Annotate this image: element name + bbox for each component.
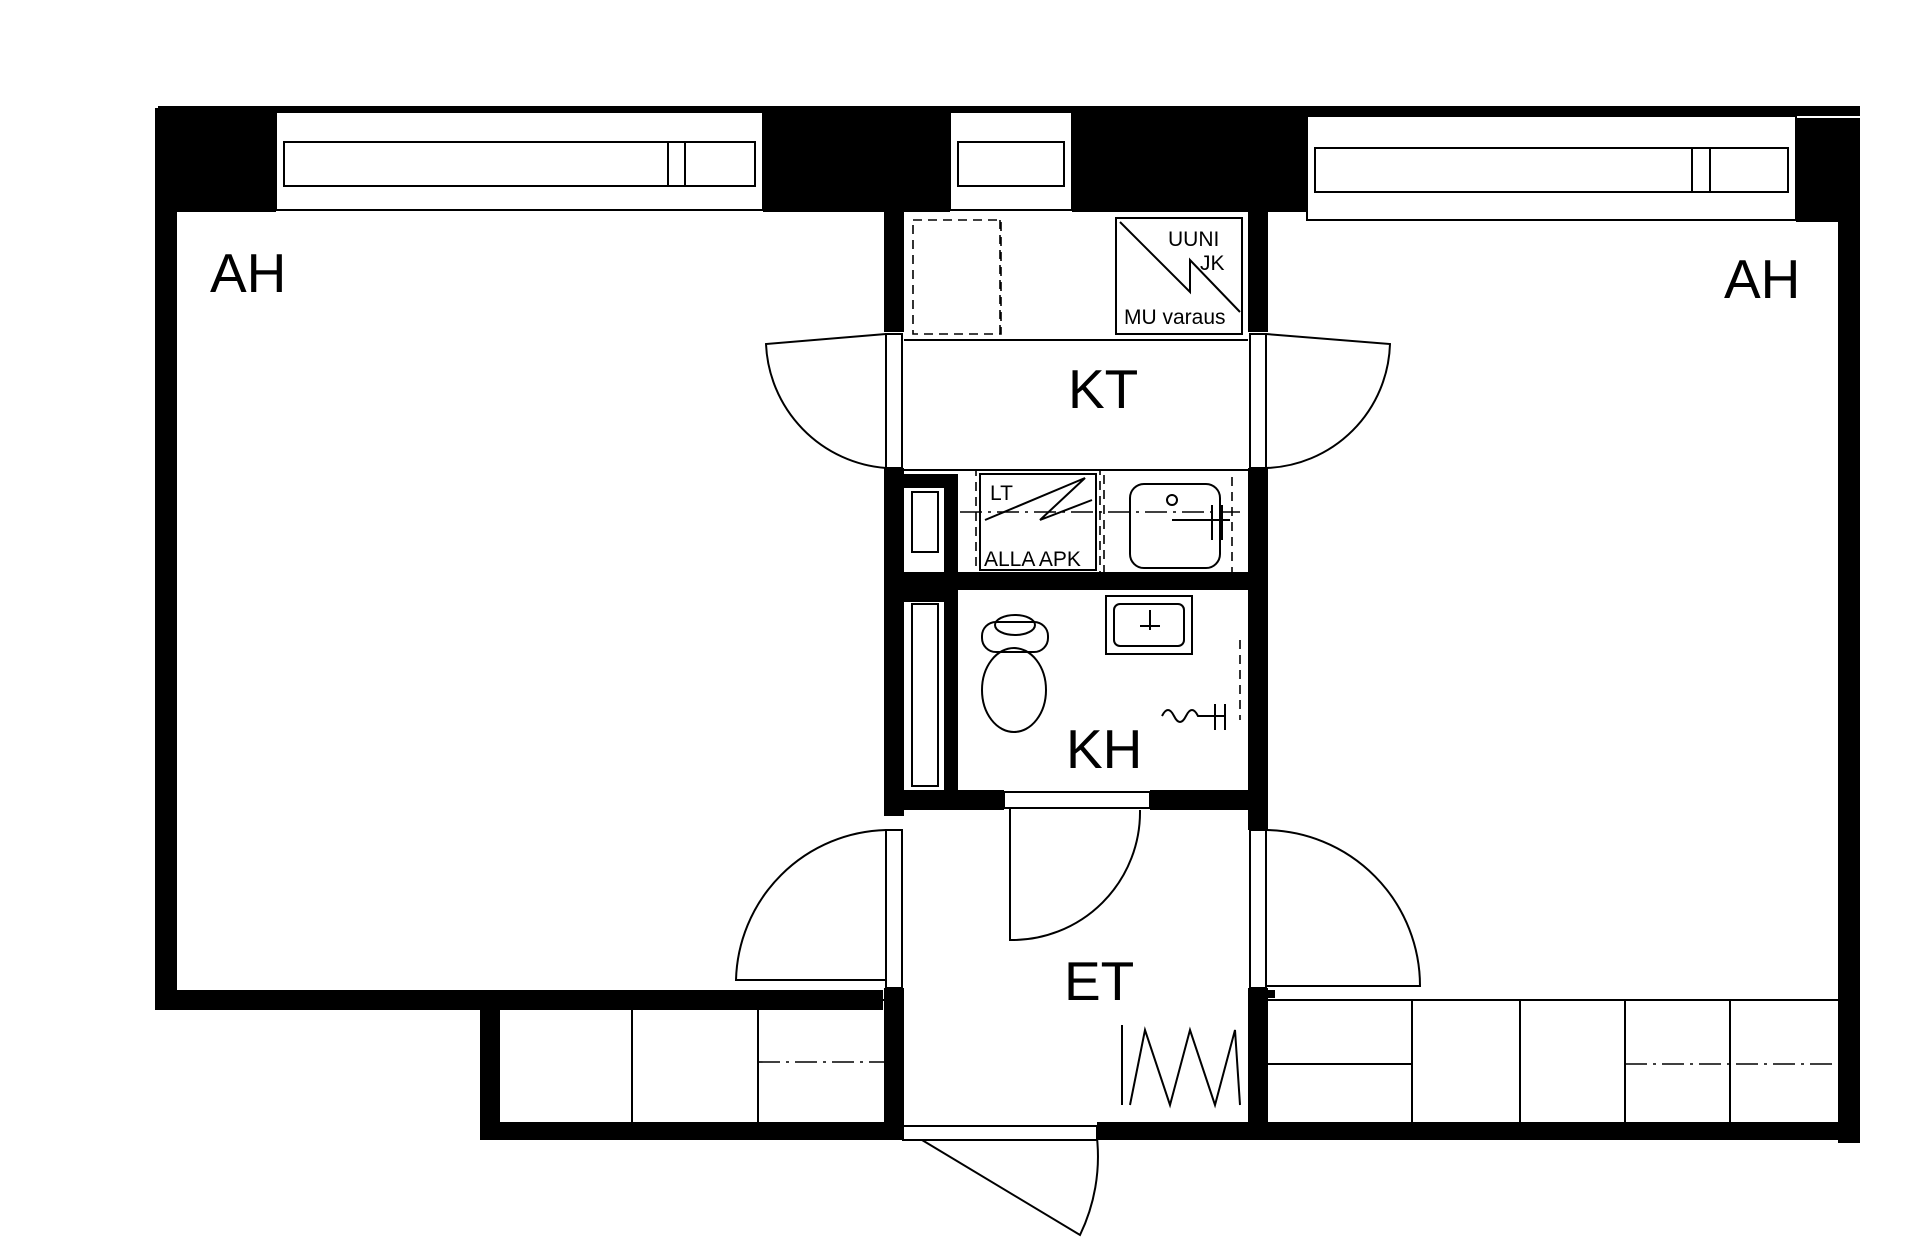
window-middle xyxy=(949,111,1073,211)
door-kitchen-left xyxy=(764,333,887,469)
door-bathroom xyxy=(1009,808,1142,942)
kitchen-sink xyxy=(1129,483,1221,569)
bathroom-fixtures xyxy=(981,595,1241,733)
room-label-et: ET xyxy=(1064,950,1134,1012)
oven-label: UUNI xyxy=(1168,228,1219,251)
room-label-kh: KH xyxy=(1066,718,1142,780)
door-entrance xyxy=(921,1137,1099,1237)
oven-unit xyxy=(1115,217,1243,335)
door-kitchen-right xyxy=(1265,333,1392,469)
dishwasher-label-apk: ALLA APK xyxy=(984,548,1081,571)
room-label-kt: KT xyxy=(1068,358,1138,420)
room-label-ah-right: AH xyxy=(1724,248,1800,310)
window-left xyxy=(275,111,764,211)
shower-icon xyxy=(1161,709,1225,723)
doors xyxy=(734,333,1422,1237)
coat-rack xyxy=(1121,1025,1241,1109)
toilet-icon xyxy=(981,647,1047,733)
kitchen-units xyxy=(912,217,1243,575)
outer-walls xyxy=(155,106,1860,1143)
fixture-labels: UUNI JK MU varaus LT ALLA APK xyxy=(984,228,1226,571)
dishwasher-unit xyxy=(979,473,1097,571)
room-labels: AH AH KT KH ET xyxy=(210,242,1800,1012)
windows xyxy=(275,111,1797,221)
dishwasher-label-lt: LT xyxy=(990,482,1013,505)
window-right xyxy=(1306,115,1797,221)
washbasin-icon xyxy=(1105,595,1193,655)
door-hall-right xyxy=(1265,829,1422,987)
door-hall-left xyxy=(734,829,887,981)
room-label-ah-left: AH xyxy=(210,242,286,304)
oven-label-mu: MU varaus xyxy=(1124,306,1226,329)
oven-label-jk: JK xyxy=(1200,252,1225,275)
closets xyxy=(500,999,1838,1122)
interior-walls xyxy=(884,212,1268,1138)
